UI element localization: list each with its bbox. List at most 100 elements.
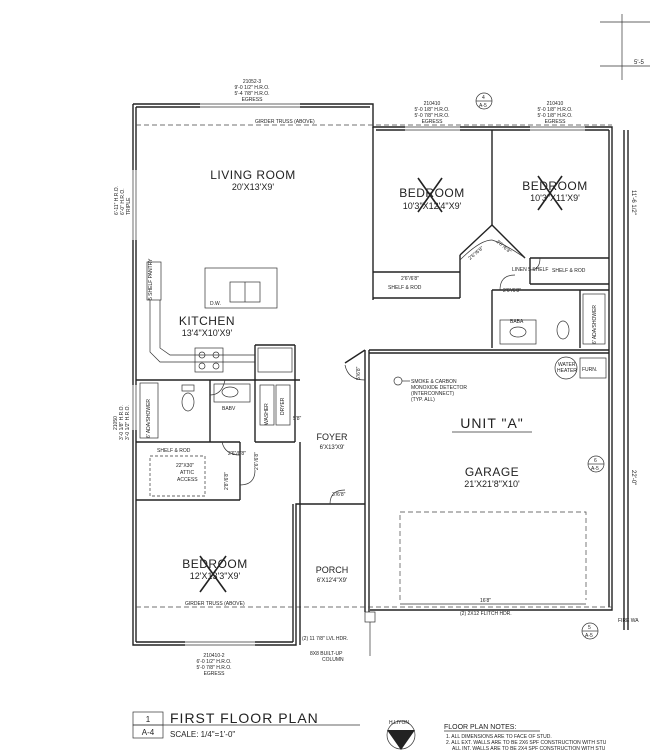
toilet-b-icon	[556, 320, 570, 340]
vanity-b-icon	[499, 319, 537, 345]
svg-text:5 SHELF PANTRY: 5 SHELF PANTRY	[148, 258, 154, 300]
svg-text:1. ALL DIMENSIONS ARE TO FACE: 1. ALL DIMENSIONS ARE TO FACE OF STUD.	[446, 734, 552, 740]
water-heater-icon	[554, 356, 578, 380]
unit-label: UNIT "A"	[460, 415, 524, 431]
girder-truss-top: GIRDER TRUSS (ABOVE)	[136, 119, 612, 126]
bedroom-x-marks	[199, 175, 563, 593]
svg-text:A-5: A-5	[591, 466, 599, 472]
svg-text:MONOXIDE DETECTOR: MONOXIDE DETECTOR	[411, 385, 467, 391]
room-living-size: 20'X13'X9'	[232, 182, 274, 192]
interior-walls	[136, 127, 609, 645]
floor-plan-notes: FLOOR PLAN NOTES: 1. ALL DIMENSIONS ARE …	[444, 724, 607, 752]
washer-icon	[259, 384, 275, 426]
svg-text:2. ALL EXT. WALLS ARE TO BE 2X: 2. ALL EXT. WALLS ARE TO BE 2X6 SPF CONS…	[446, 740, 607, 746]
smoke-detector-icon	[393, 376, 403, 386]
svg-text:GIRDER TRUSS (ABOVE): GIRDER TRUSS (ABOVE)	[255, 119, 315, 125]
girder-truss-bottom: GIRDER TRUSS (ABOVE)	[136, 601, 612, 608]
svg-text:(2) 11 7/8" LVL HDR.: (2) 11 7/8" LVL HDR.	[302, 636, 348, 642]
svg-text:LINEN 5 SHELF: LINEN 5 SHELF	[512, 267, 548, 273]
svg-text:22'-0": 22'-0"	[630, 470, 636, 485]
svg-text:TRIPLE: TRIPLE	[126, 197, 132, 215]
section-callout-5: 5 A-5	[581, 622, 599, 640]
kitchen-island	[204, 267, 278, 309]
svg-text:3'/6'8": 3'/6'8"	[332, 492, 346, 498]
svg-text:ACCESS: ACCESS	[177, 477, 198, 483]
svg-text:(INTERCONNECT): (INTERCONNECT)	[411, 391, 454, 397]
room-foyer-size: 6'X13'X9'	[320, 445, 345, 451]
svg-text:ATTIC: ATTIC	[180, 470, 194, 476]
svg-text:2'6"/6'8": 2'6"/6'8"	[254, 452, 260, 470]
drawing-scale: SCALE: 1/4"=1'-0"	[170, 730, 235, 739]
title-block: 1 A-4 FIRST FLOOR PLAN SCALE: 1/4"=1'-0"	[132, 710, 360, 739]
svg-text:WASHER: WASHER	[264, 403, 270, 425]
svg-text:BABA: BABA	[510, 319, 524, 325]
svg-text:11'-6 1/2": 11'-6 1/2"	[630, 190, 636, 215]
svg-text:210410-2: 210410-2	[203, 653, 224, 659]
svg-text:5'/6'8": 5'/6'8"	[356, 366, 362, 380]
right-dimensions: 11'-6 1/2" 22'-0"	[630, 190, 636, 485]
smoke-detector: SMOKE & CARBON MONOXIDE DETECTOR (INTERC…	[393, 376, 467, 403]
exterior-walls	[131, 102, 629, 647]
section-callout-6: 6 A-5	[587, 455, 605, 473]
svg-text:6: 6	[594, 458, 597, 464]
room-garage-name: GARAGE	[465, 465, 519, 479]
room-bedroom2-name: BEDROOM	[522, 179, 588, 193]
svg-text:4: 4	[482, 95, 485, 101]
vanity-a-icon	[213, 383, 251, 403]
range-icon	[194, 347, 224, 373]
shower-a-icon	[139, 382, 159, 439]
svg-text:5'-0 1/8" H.R.O.: 5'-0 1/8" H.R.O.	[538, 113, 573, 119]
svg-text:SHELF & ROD: SHELF & ROD	[552, 268, 586, 274]
svg-text:ALL INT. WALLS ARE TO BE 2X4 S: ALL INT. WALLS ARE TO BE 2X4 SPF CONSTRU…	[452, 746, 606, 752]
svg-text:6'-0 1/2" H.R.O.: 6'-0 1/2" H.R.O.	[197, 659, 232, 665]
svg-text:DRYER: DRYER	[280, 397, 286, 415]
sheet-number: A-4	[142, 728, 155, 737]
room-bedroom3-name: BEDROOM	[182, 557, 248, 571]
svg-text:D.W.: D.W.	[210, 301, 221, 307]
svg-text:H.LIYON: H.LIYON	[389, 720, 409, 726]
svg-text:FURN.: FURN.	[582, 367, 597, 373]
room-porch-name: PORCH	[316, 565, 349, 575]
door-swings	[209, 239, 541, 505]
svg-text:6' ADA/SHOWER: 6' ADA/SHOWER	[146, 399, 152, 438]
svg-text:2'6"/6'8": 2'6"/6'8"	[228, 451, 246, 457]
svg-text:EGRESS: EGRESS	[545, 119, 567, 125]
svg-text:COLUMN: COLUMN	[322, 657, 344, 663]
kitchen-fixtures: 5 SHELF PANTRY D.W.	[146, 258, 293, 373]
dim-top-right: 5'-5	[634, 60, 644, 66]
svg-text:EGRESS: EGRESS	[204, 671, 226, 677]
room-labels: LIVING ROOM 20'X13'X9' KITCHEN 13'4"X10'…	[179, 168, 588, 584]
window-note-bedroom1-top: 210410 5'-0 1/8" H.R.O. 5'-0 7/8" H.R.O.…	[415, 101, 450, 125]
room-bedroom1-name: BEDROOM	[399, 186, 465, 200]
svg-text:210410: 210410	[547, 101, 564, 107]
north-arrow: H.LIYON	[386, 720, 416, 750]
svg-text:6'-0" H.R.O.: 6'-0" H.R.O.	[120, 188, 126, 215]
svg-text:EGRESS: EGRESS	[242, 97, 264, 103]
svg-text:SMOKE & CARBON: SMOKE & CARBON	[411, 379, 457, 385]
room-foyer-name: FOYER	[316, 432, 348, 442]
svg-text:2'8"/6'8": 2'8"/6'8"	[495, 239, 513, 255]
svg-text:SHELF & ROD: SHELF & ROD	[157, 448, 191, 454]
svg-text:21050: 21050	[113, 416, 119, 430]
svg-text:A-5: A-5	[585, 633, 593, 639]
room-bedroom1-size: 10'3"X12'4"X9'	[403, 201, 462, 211]
svg-text:22"X30": 22"X30"	[176, 463, 194, 469]
window-note-bedroom3-bottom: 210410-2 6'-0 1/2" H.R.O. 5'-0 7/8" H.R.…	[197, 653, 232, 677]
section-callout-4: 4 A-5	[475, 92, 493, 110]
toilet-a-icon	[181, 392, 195, 412]
svg-text:5'-0 1/8" H.R.O.: 5'-0 1/8" H.R.O.	[538, 107, 573, 113]
furnace-icon	[579, 357, 607, 379]
window-note-bath-left: 21050 3'-0 1/8" H.R.O. 3'-0 1/2" H.R.O.	[113, 405, 131, 440]
svg-text:BABV: BABV	[222, 406, 236, 412]
svg-text:(2) 2X12 FLITCH HDR.: (2) 2X12 FLITCH HDR.	[460, 611, 512, 617]
porch-column: (2) 11 7/8" LVL HDR. 8X8 BUILT-UP COLUMN…	[302, 611, 639, 663]
drawing-number: 1	[146, 715, 151, 724]
svg-text:5'-0 7/8" H.R.O.: 5'-0 7/8" H.R.O.	[415, 113, 450, 119]
svg-text:WATER: WATER	[558, 362, 576, 368]
svg-text:16'8": 16'8"	[480, 598, 491, 604]
door-size-labels: 2'6"/6'8" 2'6"/6'8" 2'6"/6'8" 2'8"/6'8" …	[224, 239, 521, 498]
svg-text:2'6"/6'8": 2'6"/6'8"	[401, 276, 419, 282]
fridge-icon	[257, 347, 293, 373]
svg-text:GIRDER TRUSS (ABOVE): GIRDER TRUSS (ABOVE)	[185, 601, 245, 607]
